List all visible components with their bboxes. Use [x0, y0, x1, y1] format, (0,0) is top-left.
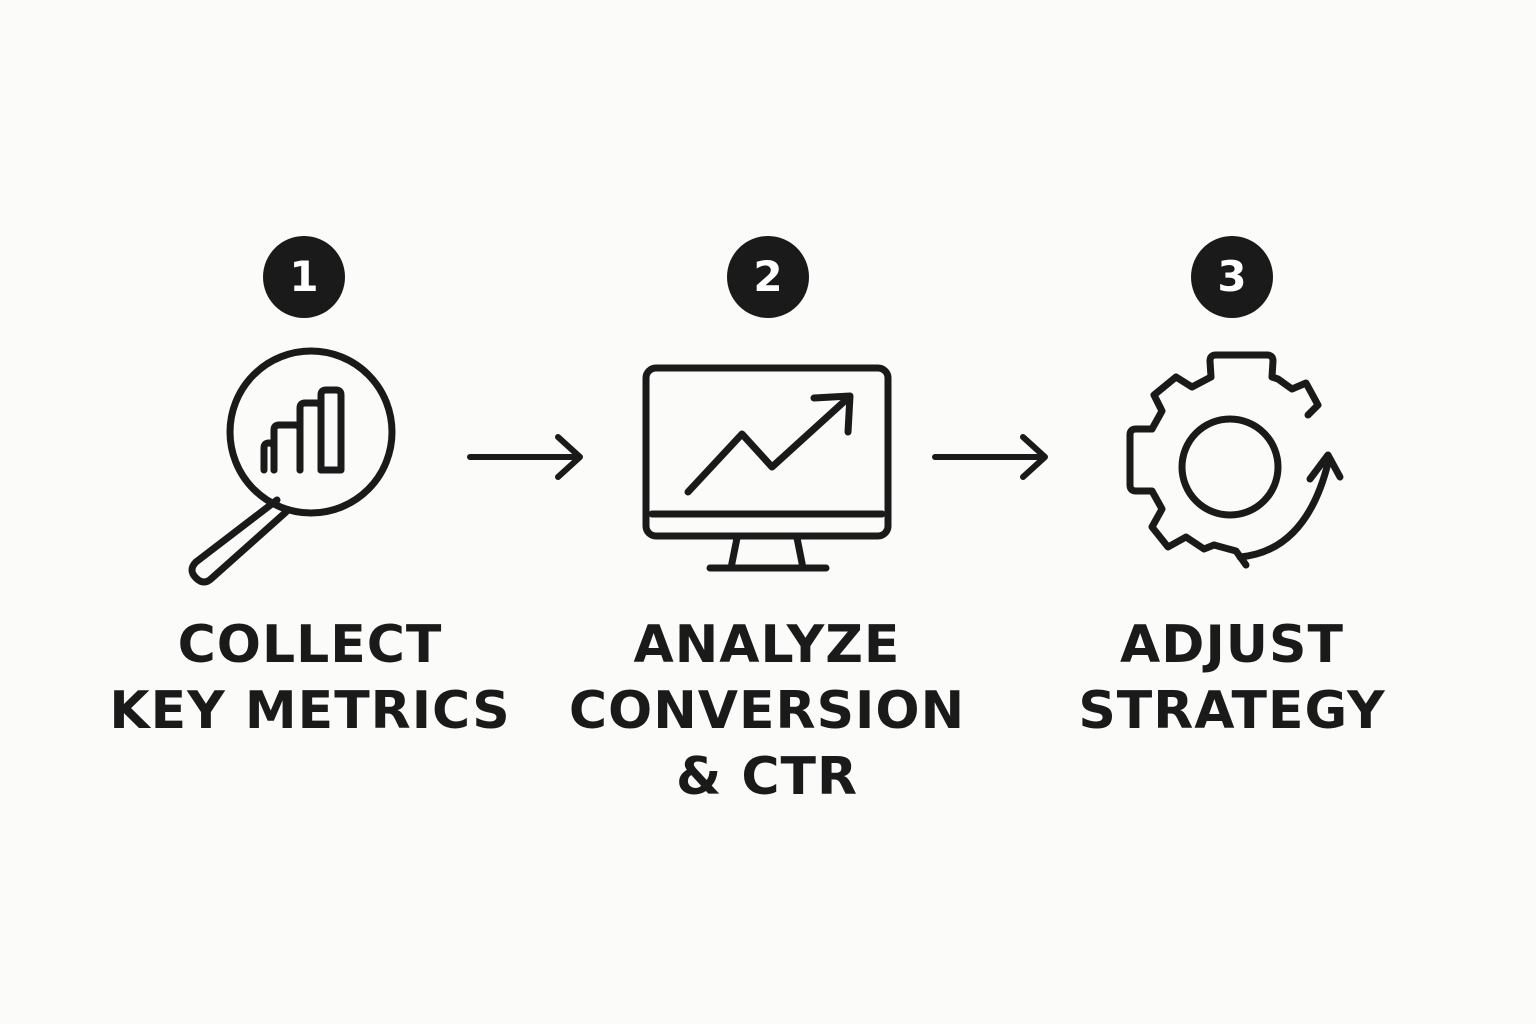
step-2-label-line-1: ANALYZE [633, 615, 901, 675]
arrow-right-icon [932, 434, 1048, 480]
step-2-label-line-2: CONVERSION [568, 681, 966, 741]
step-1-number-badge: 1 [263, 236, 345, 318]
step-1-label: COLLECT KEY METRICS [80, 612, 540, 744]
step-2-number-badge: 2 [727, 236, 809, 318]
step-3-number-badge: 3 [1191, 236, 1273, 318]
gear-cycle-icon [1126, 351, 1344, 569]
step-2-label: ANALYZE CONVERSION & CTR [537, 612, 997, 810]
step-3-label-line-2: STRATEGY [1078, 681, 1386, 741]
step-1-label-line-1: COLLECT [177, 615, 443, 675]
step-3-label: ADJUST STRATEGY [1002, 612, 1462, 744]
magnifier-bar-chart-icon [188, 347, 396, 586]
step-1-label-line-2: KEY METRICS [109, 681, 511, 741]
monitor-trend-up-icon [642, 364, 892, 572]
step-3-label-line-1: ADJUST [1120, 615, 1344, 675]
arrow-right-icon [467, 434, 583, 480]
step-2-label-line-3: & CTR [675, 747, 859, 807]
